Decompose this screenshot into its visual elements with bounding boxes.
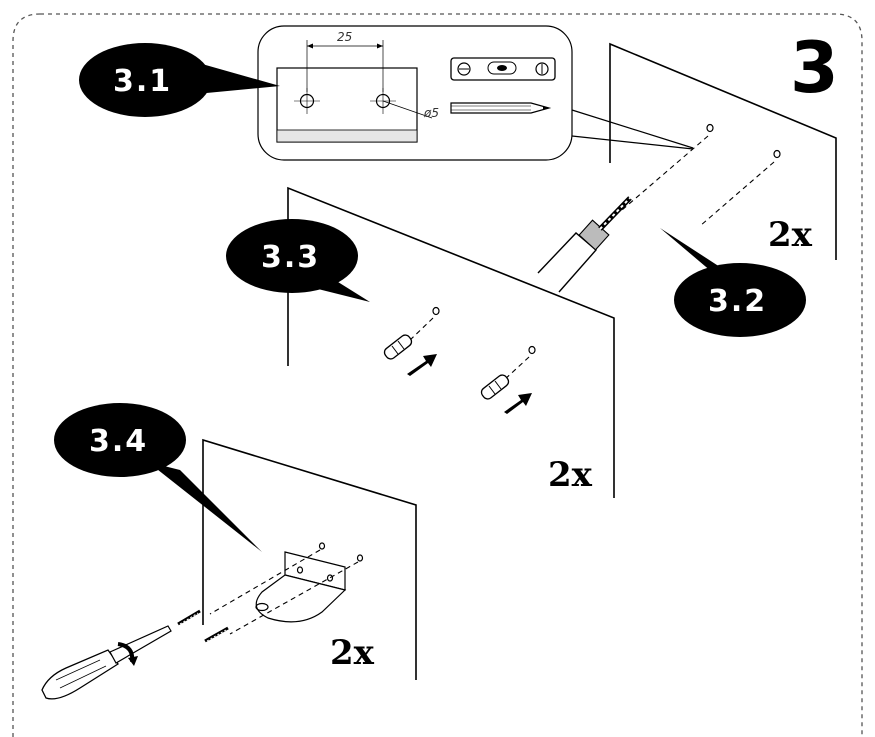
drill-icon <box>537 196 632 293</box>
inset-leader-bottom <box>571 135 694 150</box>
pencil-icon <box>450 102 552 114</box>
dashed-border <box>12 13 863 737</box>
callout-label: 3.1 <box>113 64 172 99</box>
inset-leader-top <box>571 109 694 149</box>
hole-diameter-label: ø5 <box>423 106 439 120</box>
callout-3-1: 3.1 <box>79 43 280 117</box>
callout-label: 3.4 <box>89 424 148 459</box>
drill-quantity: 2x <box>768 215 813 255</box>
bracket-icon <box>255 542 364 623</box>
wall-panel-drill <box>609 42 837 260</box>
anchor-quantity: 2x <box>548 455 593 495</box>
screw-quantity: 2x <box>330 633 375 673</box>
detail-inset: 25 ø5 <box>257 25 573 161</box>
push-arrow-right <box>504 393 532 414</box>
bracket-template <box>276 40 433 143</box>
screw-path-upper <box>209 549 321 615</box>
dimension-label: 25 <box>337 30 352 44</box>
screw-path-lower <box>229 561 359 635</box>
screwdriver-icon <box>41 625 172 700</box>
spirit-level-icon <box>450 57 556 81</box>
callout-label: 3.3 <box>261 240 320 275</box>
callout-3-3: 3.3 <box>226 219 370 302</box>
callout-label: 3.2 <box>708 284 767 319</box>
screw-lower <box>204 626 229 643</box>
push-arrow-left <box>407 354 437 376</box>
wall-anchor-right <box>480 374 510 400</box>
wall-panel-bracket <box>202 438 417 680</box>
callout-3-4: 3.4 <box>54 403 262 552</box>
wall-anchor-left <box>383 334 413 360</box>
callout-3-2: 3.2 <box>660 228 806 337</box>
step-number: 3 <box>790 27 839 109</box>
screw-upper <box>177 609 201 626</box>
